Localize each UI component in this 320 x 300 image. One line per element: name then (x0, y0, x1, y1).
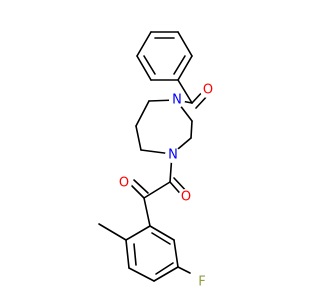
bond (173, 55, 186, 75)
bond (136, 55, 152, 81)
atom-labels: O N N O O F (116, 82, 216, 290)
oxygen-atom-label: O (203, 83, 213, 98)
bond (177, 31, 193, 57)
bond (173, 239, 179, 268)
nitrogen-atom-label: N (172, 93, 182, 108)
bond (177, 55, 193, 81)
bond (143, 55, 156, 75)
bond (133, 243, 137, 266)
bond (177, 79, 193, 104)
bond (128, 267, 155, 282)
bond (135, 125, 142, 151)
bond (125, 239, 130, 269)
bonds (98, 31, 210, 282)
oxygen-atom-label: O (119, 176, 129, 191)
bond (151, 232, 171, 245)
bond (155, 262, 174, 275)
bond (129, 183, 145, 199)
bond (143, 181, 171, 199)
bond (190, 120, 193, 139)
bond (98, 223, 127, 241)
bond (149, 225, 175, 241)
bond (177, 266, 191, 274)
bond (133, 179, 149, 194)
bond (135, 100, 150, 127)
bond (153, 266, 179, 282)
fluorine-atom-label: F (198, 275, 205, 290)
bond (136, 31, 152, 57)
molecule-structure: O N N O O F (98, 31, 216, 290)
oxygen-atom-label: O (181, 190, 191, 205)
bond (125, 225, 151, 241)
bond (143, 197, 151, 227)
nitrogen-atom-label: N (168, 148, 178, 163)
